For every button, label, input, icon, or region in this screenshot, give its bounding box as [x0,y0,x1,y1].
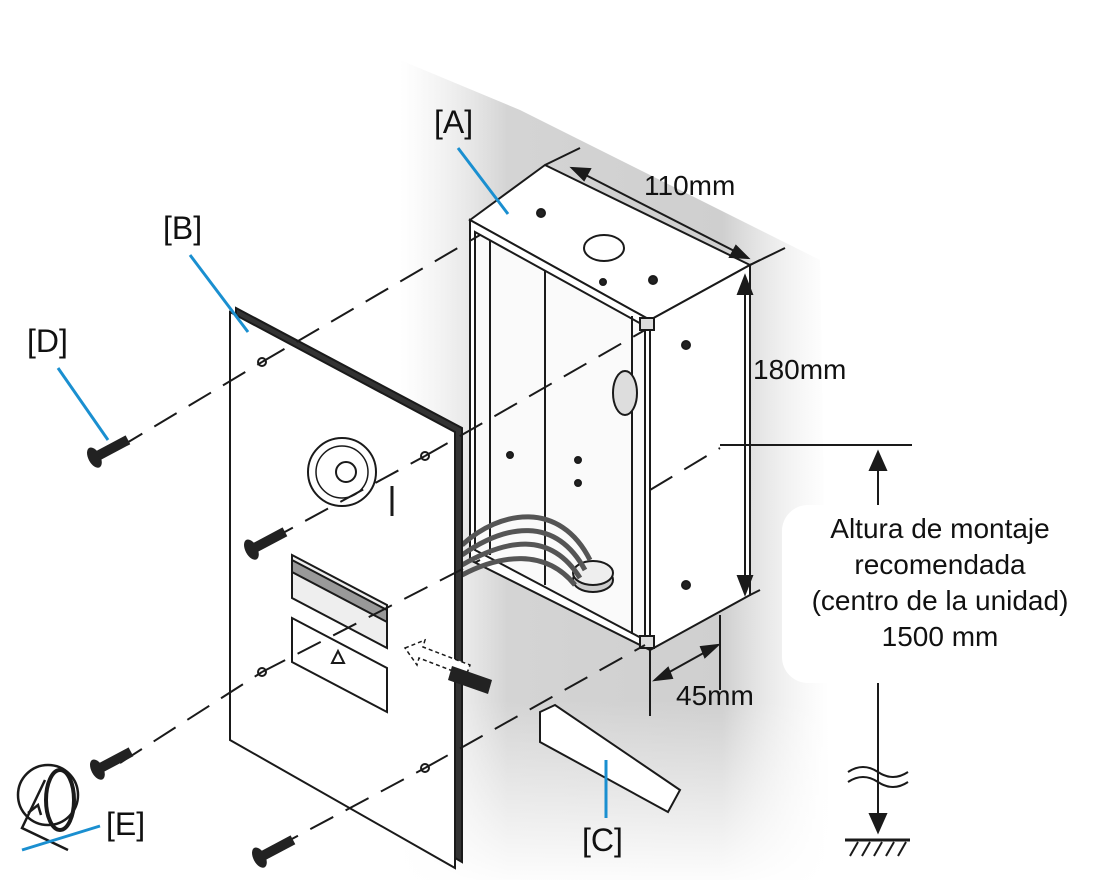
screws [87,435,296,868]
dimension-height: 180mm [753,354,847,385]
label-c: [C] [582,822,623,858]
label-strip [539,703,682,814]
note-line-4: 1500 mm [881,621,999,652]
insert-arrow [403,638,492,694]
label-d: [D] [27,323,68,359]
leader-e [21,824,101,852]
leader-lines [21,147,608,852]
label-a: [A] [434,104,474,140]
leader-a [456,147,510,215]
mounting-height-note: Altura de montaje recomendada (centro de… [782,505,1098,683]
leader-b [188,254,250,333]
label-b: [B] [163,210,203,246]
back-box [468,163,753,652]
dimension-lines [544,147,912,857]
label-e: [E] [106,806,146,842]
note-line-2: recomendada [854,549,1026,580]
cables [460,514,593,587]
hex-key-tool [16,763,80,852]
note-line-1: Altura de montaje [830,513,1050,544]
alignment-lines [119,234,721,849]
leader-d [56,367,110,441]
note-line-3: (centro de la unidad) [811,585,1069,616]
dimension-width: 110mm [644,170,736,201]
front-panel [229,306,463,870]
dimension-depth: 45mm [676,680,754,711]
